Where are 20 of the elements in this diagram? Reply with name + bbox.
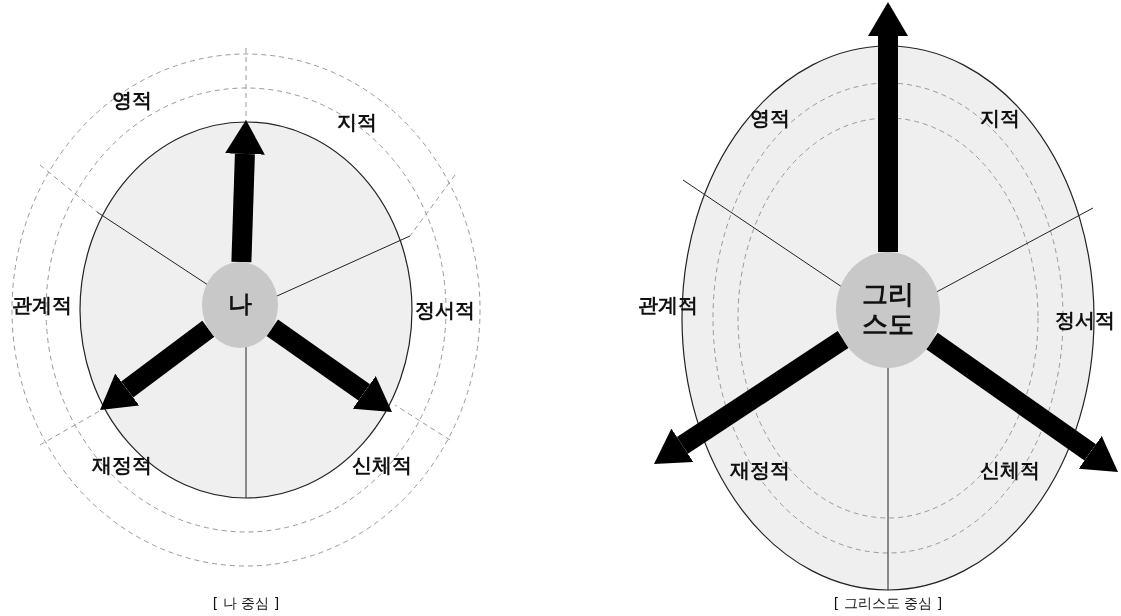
center-label: 그리스도 (861, 280, 915, 340)
arrow (654, 331, 849, 464)
sector-label: 정서적 (415, 296, 475, 324)
arrow (100, 320, 215, 410)
arrow (868, 2, 908, 252)
sector-label: 영적 (750, 104, 790, 132)
sector-label: 지적 (980, 104, 1020, 132)
sector-label: 지적 (337, 108, 377, 136)
caption: [ 그리스도 중심 ] (833, 595, 943, 613)
arrow (926, 332, 1118, 472)
center-label: 나 (227, 291, 253, 319)
arrow (224, 120, 265, 263)
sector-label: 관계적 (12, 291, 72, 319)
sector-label: 재정적 (730, 456, 790, 484)
arrow (266, 319, 392, 412)
sector-label: 영적 (112, 86, 152, 114)
caption: [ 나 중심 ] (212, 595, 280, 613)
sector-label: 신체적 (352, 451, 412, 479)
sector-label: 신체적 (980, 456, 1040, 484)
sector-label: 재정적 (92, 451, 152, 479)
